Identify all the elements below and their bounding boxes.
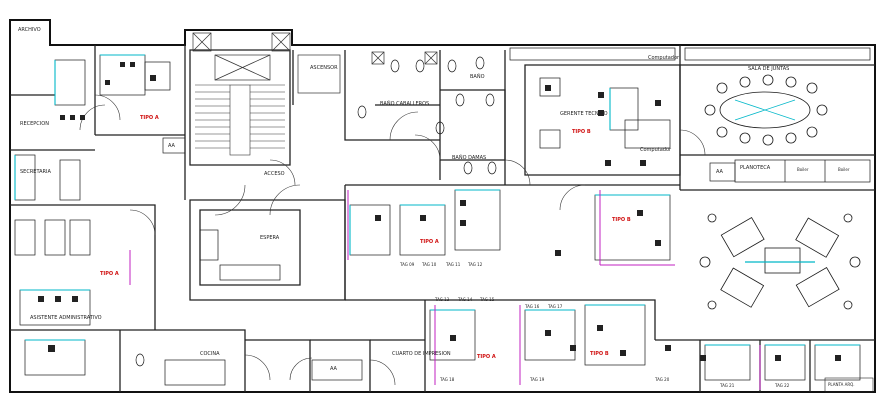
tag-label: TAG 16 [525,304,540,309]
label-archivo: ARCHIVO [18,27,41,33]
label-gerente-ventas: TIPO A [140,115,159,121]
label-cocina: COCINA [200,351,220,357]
label-computador-top: Computador [648,55,680,61]
label-acceso: ACCESO [264,171,285,177]
furniture [14,47,871,386]
toilets [135,56,497,367]
label-bano-damas: BAÑO DAMAS [452,155,487,161]
tag-label: TAG 17 [548,304,563,309]
label-aa-1: AA [168,143,175,149]
label-asistente-administrativo: ASISTENTE ADMINISTRATIVO [30,315,102,321]
label-secretaria: SECRETARIA [20,169,51,175]
interior-walls [10,45,875,392]
label-bano: BAÑO [470,74,485,80]
desk-highlights [14,54,860,346]
label-aa-2: AA [716,169,723,175]
label-gerente-tecnico: GERENTE TECNICO [560,111,608,117]
chairs [38,62,841,361]
label-tipo-a-bottom: TIPO A [477,354,496,360]
tag-label: TAG 14 [458,297,473,302]
label-boiler-1: Boiler [797,167,809,172]
tag-label: TAG 10 [422,262,437,267]
door-swings [79,94,706,386]
tag-label: TAG 19 [530,377,545,382]
outer-walls [9,19,876,393]
label-tipo-a-left: TIPO A [100,271,119,277]
tag-label: TAG 09 [400,262,415,267]
label-boiler-2: Boiler [838,167,850,172]
label-tipo-b-bottom: TIPO B [590,351,609,357]
label-aa-3: AA [330,366,337,372]
label-espera: ESPERA [260,235,280,241]
tag-label: TAG 22 [775,383,790,388]
label-computador: Computador [640,147,672,153]
title-block-label: PLANTA ARQ. [828,382,855,387]
ac-units [162,137,736,381]
tag-label: TAG 18 [440,377,455,382]
stair-treads [195,84,285,156]
label-tipo-a-center: TIPO A [420,239,439,245]
label-tipo-b-center: TIPO B [612,217,631,223]
tag-label: TAG 11 [446,262,461,267]
label-cuarto-impresion: CUARTO DE IMPRESION [392,351,451,357]
label-ascensor: ASCENSOR [310,65,338,71]
label-sala-de-juntas: SALA DE JUNTAS [748,66,790,72]
title-block-box [824,377,874,393]
shaft-boxes [192,32,438,94]
tag-label: TAG 13 [435,297,450,302]
label-tipo-b-tecnico: TIPO B [572,129,591,135]
label-bano-caballeros: BAÑO CABALLEROS [380,101,430,107]
tag-label: TAG 20 [655,377,670,382]
tag-label: TAG 21 [720,383,735,388]
tag-label: TAG 15 [480,297,495,302]
tag-label: TAG 12 [468,262,483,267]
partitions [129,190,761,390]
pinwheel-workstations [699,213,861,310]
label-planoteca: PLANOTECA [740,165,771,171]
conference-table [704,74,828,146]
label-recepcion: RECEPCION [20,121,49,127]
